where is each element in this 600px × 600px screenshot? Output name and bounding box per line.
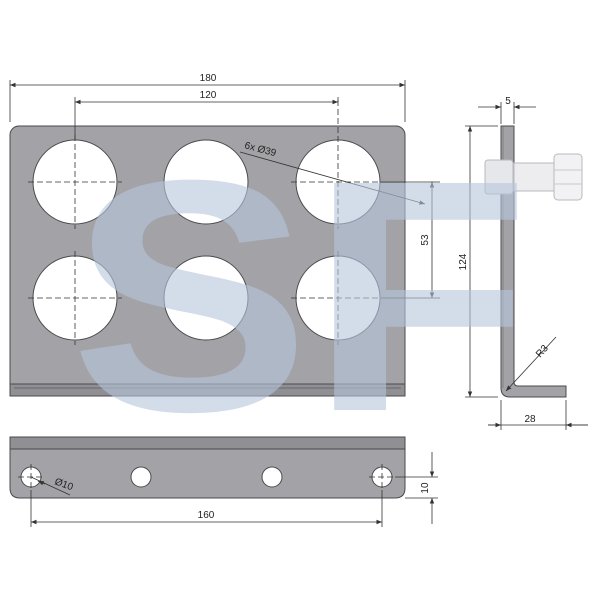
watermark-text: SF [70,111,530,480]
hole-bottom-middle [163,255,249,341]
dim-flange-hole-spacing: 160 [30,490,383,527]
center-lines [28,100,385,345]
side-view: 5 124 R3 28 [458,96,588,430]
dim-flange-hole-spacing-label: 160 [198,510,215,521]
dim-flange-length: 28 [488,400,588,430]
front-view: 180 120 6x Ø39 53 [9,73,440,397]
hole-top-middle [163,139,249,225]
front-flange-edge [9,383,406,397]
dim-overall-height: 124 [458,125,498,398]
dim-thickness-label: 5 [505,96,511,107]
watermark-logo: SF [70,111,530,480]
dim-hole-spacing-horizontal-label: 120 [200,90,217,101]
flange-hole-3 [261,466,283,488]
dim-hole-spacing-vertical-label: 53 [420,234,431,246]
dim-hole-spacing-horizontal: 120 [74,90,339,140]
flange-hole-2 [130,466,152,488]
dim-flange-hole-offset-label: 10 [420,482,431,494]
side-profile [500,125,567,398]
bottom-view: Ø10 160 10 [9,436,438,527]
dim-thickness: 5 [478,96,536,124]
dim-flange-hole-offset: 10 [395,452,438,524]
dim-hole-spacing-vertical: 53 [385,181,440,299]
dim-overall-width: 180 [9,73,406,122]
dim-overall-width-label: 180 [200,73,217,84]
bottom-plate [9,448,406,499]
dim-flange-length-label: 28 [524,414,536,425]
fitting-icon [484,153,583,201]
dim-overall-height-label: 124 [458,253,469,270]
